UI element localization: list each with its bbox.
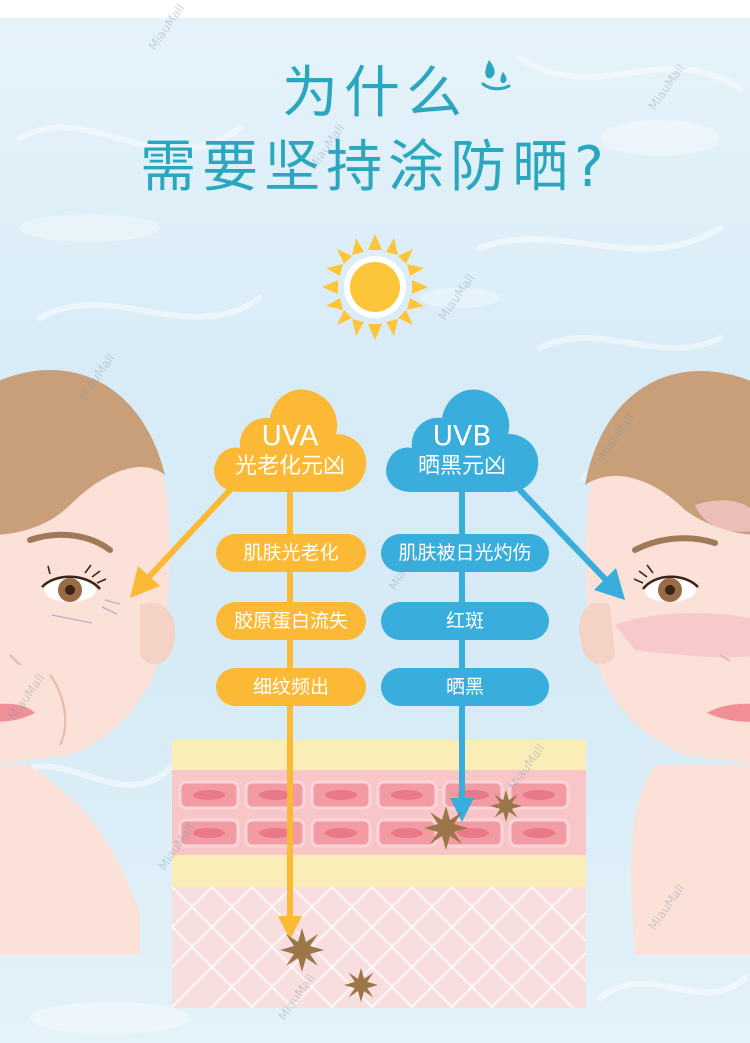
skin-layers-diagram bbox=[172, 740, 586, 1008]
uva-effect-2: 胶原蛋白流失 bbox=[216, 602, 366, 640]
uvb-subtitle: 晒黑元凶 bbox=[417, 454, 506, 479]
title-line-2: 需要坚持涂防晒? bbox=[140, 135, 610, 200]
uva-label: UVA bbox=[261, 419, 319, 452]
uva-effect-3: 细纹频出 bbox=[216, 668, 366, 706]
aged-face-illustration bbox=[0, 370, 176, 955]
uvb-label: UVB bbox=[432, 419, 492, 452]
water-drop-icon bbox=[481, 60, 511, 91]
uva-subtitle: 光老化元凶 bbox=[234, 454, 345, 479]
uvb-effect-1: 肌肤被日光灼伤 bbox=[381, 534, 549, 572]
damage-burst-icon bbox=[424, 806, 468, 850]
title-line-1: 为什么 bbox=[282, 61, 468, 126]
sun-icon bbox=[322, 234, 428, 340]
uva-cloud: UVA 光老化元凶 bbox=[210, 380, 370, 495]
damage-burst-icon bbox=[490, 790, 522, 822]
uvb-effect-2: 红斑 bbox=[381, 602, 549, 640]
damage-burst-icon bbox=[344, 968, 378, 1002]
sunburned-face-illustration bbox=[579, 371, 750, 955]
top-white-strip bbox=[0, 0, 750, 18]
uvb-effect-3: 晒黑 bbox=[381, 668, 549, 706]
uvb-cloud: UVB 晒黑元凶 bbox=[382, 380, 542, 495]
uva-effect-1: 肌肤光老化 bbox=[216, 534, 366, 572]
damage-burst-icon bbox=[280, 928, 324, 972]
